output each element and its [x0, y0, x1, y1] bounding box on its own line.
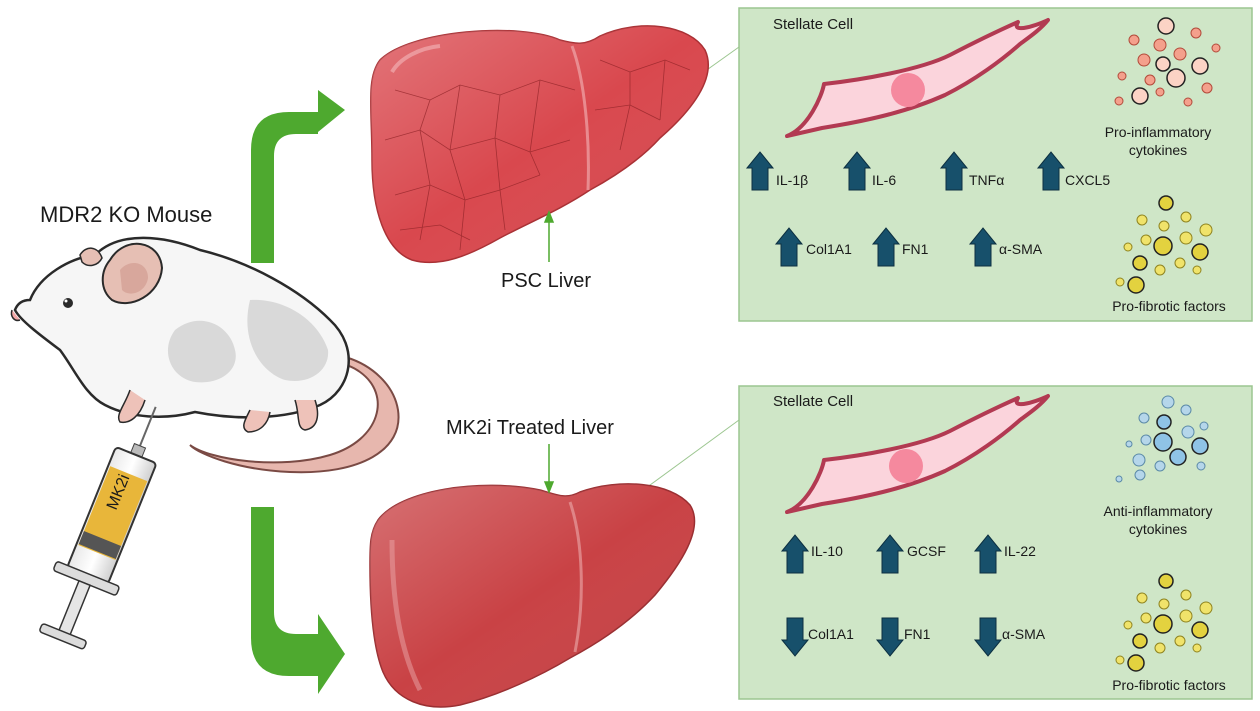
psc-liver-illustration — [369, 25, 710, 264]
marker-label: α-SMA — [1002, 626, 1046, 642]
treated-liver-label: MK2i Treated Liver — [446, 417, 614, 439]
bottom-pro-fibrotic-cluster-icon — [1115, 573, 1213, 672]
marker-label: IL-6 — [872, 172, 897, 188]
bottom-panel-title: Stellate Cell — [773, 393, 854, 410]
bottom-pro-fibrotic-caption: Pro-fibrotic factors — [1112, 677, 1226, 693]
marker-label: IL-1β — [776, 172, 809, 188]
flow-arrow-down — [251, 507, 345, 694]
arrow-up-icon — [939, 151, 969, 191]
syringe-icon — [39, 406, 157, 650]
bottom-marker-arrows — [780, 534, 1003, 657]
top-panel-title: Stellate Cell — [773, 16, 854, 33]
marker-label: CXCL5 — [1065, 172, 1111, 188]
psc-liver-label: PSC Liver — [501, 270, 592, 292]
marker-label: Col1A1 — [808, 626, 854, 642]
arrow-up-icon — [871, 227, 901, 267]
arrow-down-icon — [973, 617, 1003, 657]
marker-label: TNFα — [969, 172, 1005, 188]
bottom-stellate-cell-shape — [785, 394, 1050, 514]
psc-liver-pointer — [543, 209, 555, 262]
flow-arrow-up — [251, 90, 345, 263]
treated-liver-illustration — [369, 483, 696, 708]
treated-liver-pointer — [543, 444, 555, 495]
arrow-up-icon — [875, 534, 905, 574]
arrow-up-icon — [842, 151, 872, 191]
mouse-illustration — [10, 236, 400, 474]
top-stellate-cell-shape — [785, 18, 1050, 138]
arrow-up-icon — [780, 534, 810, 574]
arrow-up-icon — [973, 534, 1003, 574]
arrow-up-icon — [1036, 151, 1066, 191]
marker-label: Col1A1 — [806, 241, 852, 257]
anti-inflammatory-cluster-icon — [1115, 395, 1209, 483]
marker-label: IL-22 — [1004, 543, 1036, 559]
arrow-down-icon — [875, 617, 905, 657]
marker-label: GCSF — [907, 543, 946, 559]
pro-inflammatory-cluster-icon — [1114, 17, 1221, 107]
top-marker-arrows — [745, 151, 1066, 267]
marker-label: IL-10 — [811, 543, 843, 559]
arrow-up-icon — [968, 227, 998, 267]
top-pro-fibrotic-cluster-icon — [1115, 195, 1213, 294]
pro-inflammatory-caption: Pro-inflammatory cytokines — [1104, 124, 1212, 158]
marker-label: FN1 — [902, 241, 929, 257]
arrow-up-icon — [774, 227, 804, 267]
arrow-up-icon — [745, 151, 775, 191]
mouse-label: MDR2 KO Mouse — [40, 202, 213, 227]
marker-label: α-SMA — [999, 241, 1043, 257]
top-pro-fibrotic-caption: Pro-fibrotic factors — [1112, 298, 1226, 314]
marker-label: FN1 — [904, 626, 931, 642]
arrow-down-icon — [780, 617, 810, 657]
anti-inflammatory-caption: Anti-inflammatory cytokines — [1103, 503, 1213, 537]
